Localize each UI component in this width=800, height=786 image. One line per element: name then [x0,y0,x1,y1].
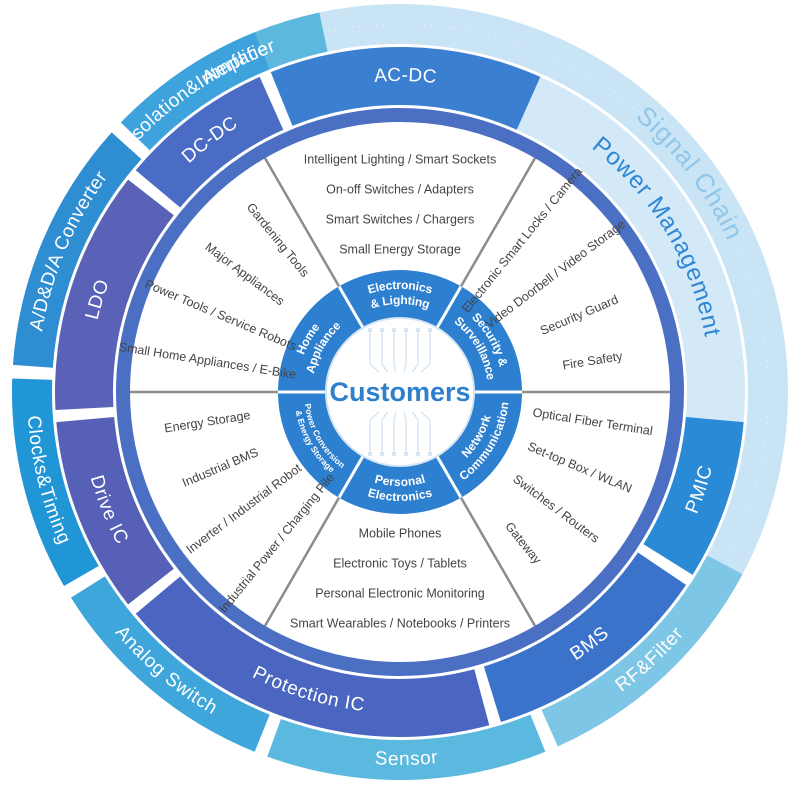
signal-chain-segment-2 [267,714,546,780]
sector-divider-0 [458,157,537,289]
segment-label-3-line-0: Personal [373,472,426,489]
center-disc [325,317,475,467]
power-management-segment-4 [56,417,174,605]
segment-divider-5 [337,285,365,329]
application-item-0-1: On-off Switches / Adapters [326,182,474,196]
wheel-shapes [12,3,788,780]
application-item-3-2: Electronic Toys / Tablets [333,556,467,570]
application-item-3-3: Mobile Phones [359,526,442,540]
power-management-segment-0 [270,47,541,130]
power-management-band [516,76,746,423]
segment-label-3-line-1: Electronics [366,486,434,505]
signal-chain-segment-6 [120,32,270,151]
signal-chain-segment-3 [70,576,270,752]
center-title: Customers [329,377,470,407]
signal-chain-texture [31,23,769,761]
power-management-segment-3 [135,576,490,737]
sector-divider-5 [263,157,342,289]
signal-chain-segment-1 [541,555,743,747]
power-management-segment-6 [135,76,284,208]
segment-divider-2 [435,455,463,499]
application-item-0-0: Intelligent Lighting / Smart Sockets [304,152,496,166]
sector-divider-2 [458,495,537,627]
signal-chain-label-2: Sensor [374,747,439,770]
signal-chain-segment-4 [12,378,99,586]
segment-divider-3 [337,455,365,499]
signal-chain-band [319,3,788,575]
signal-chain-segment-5 [12,132,142,368]
segment-divider-0 [435,285,463,329]
application-item-0-2: Smart Switches / Chargers [326,212,475,226]
segment-label-0-line-0: Electronics [366,278,434,297]
application-item-0-3: Small Energy Storage [339,242,461,256]
power-management-label-0: AC-DC [374,65,438,88]
power-management-segment-1 [643,417,744,575]
application-item-3-1: Personal Electronic Monitoring [315,586,485,600]
sector-divider-3 [263,495,342,627]
power-management-segment-2 [483,552,687,722]
power-management-segment-5 [54,179,174,411]
application-item-3-0: Smart Wearables / Notebooks / Printers [290,616,510,630]
circuit-decoration [367,327,433,457]
